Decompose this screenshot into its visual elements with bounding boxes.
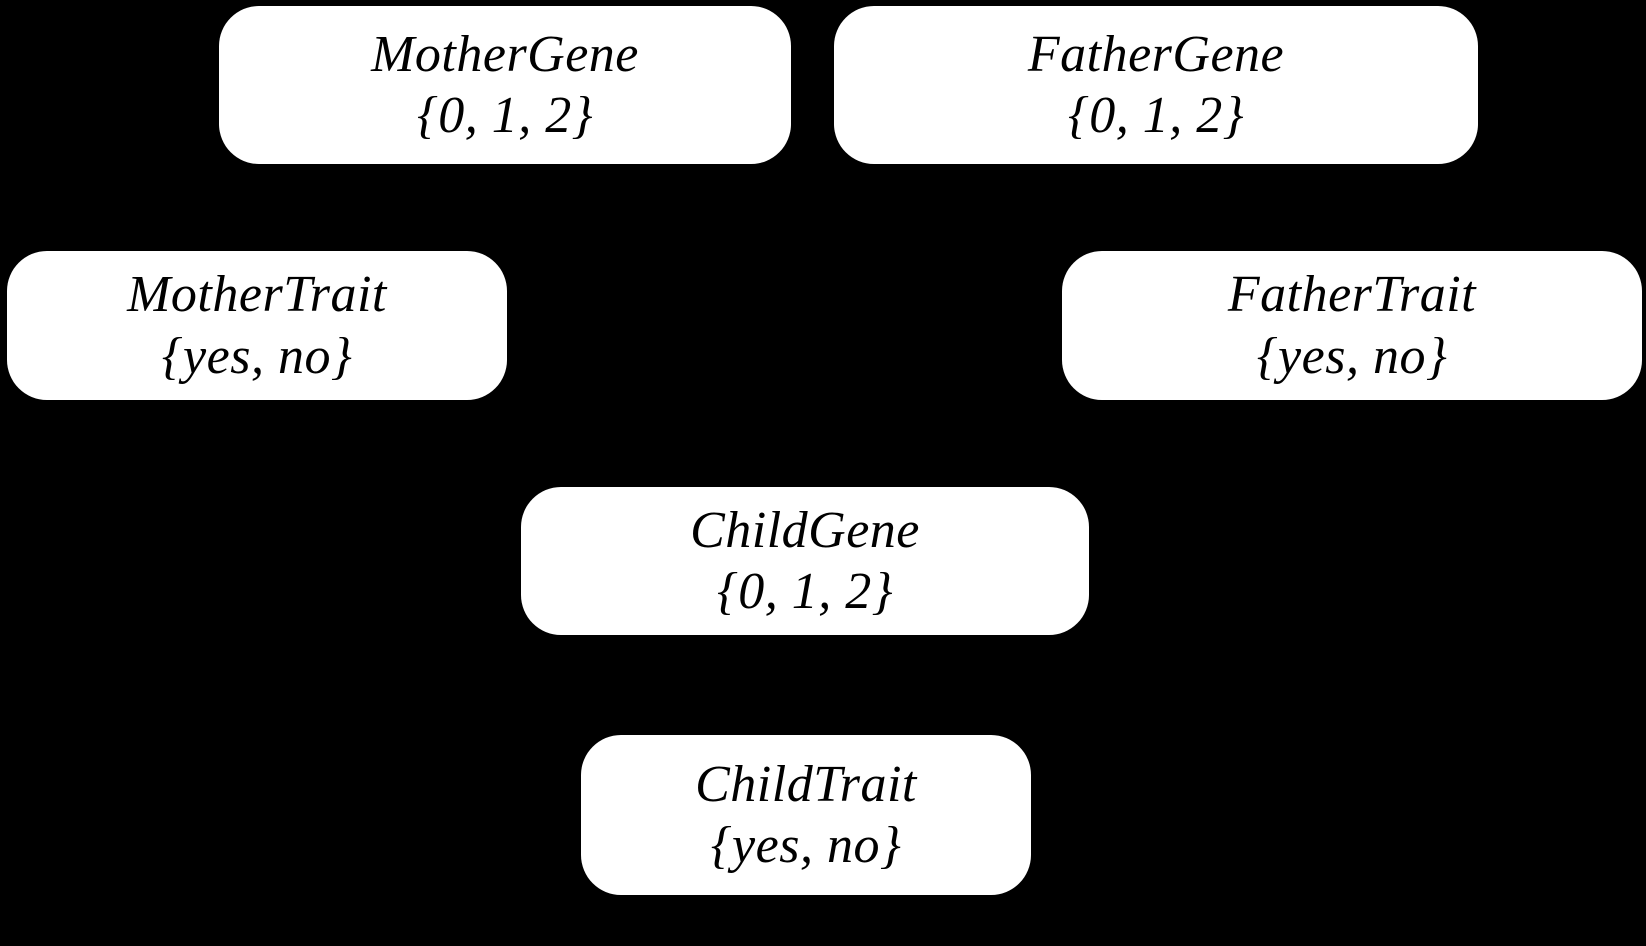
node-mother-trait-domain: {yes, no}	[161, 327, 353, 385]
node-child-gene[interactable]: ChildGene {0, 1, 2}	[521, 487, 1089, 635]
node-child-gene-title: ChildGene	[690, 501, 920, 559]
node-child-trait[interactable]: ChildTrait {yes, no}	[581, 735, 1031, 895]
node-father-trait[interactable]: FatherTrait {yes, no}	[1062, 251, 1642, 400]
node-mother-gene[interactable]: MotherGene {0, 1, 2}	[219, 6, 791, 164]
node-child-gene-domain: {0, 1, 2}	[716, 563, 894, 620]
node-father-gene-domain: {0, 1, 2}	[1067, 87, 1245, 144]
node-child-trait-domain: {yes, no}	[710, 817, 902, 874]
node-father-gene-title: FatherGene	[1027, 25, 1285, 83]
node-mother-gene-title: MotherGene	[371, 25, 639, 83]
node-mother-trait-title: MotherTrait	[127, 266, 387, 324]
node-father-trait-title: FatherTrait	[1227, 266, 1477, 324]
node-mother-gene-domain: {0, 1, 2}	[416, 87, 594, 144]
node-father-gene[interactable]: FatherGene {0, 1, 2}	[834, 6, 1478, 164]
node-child-trait-title: ChildTrait	[695, 755, 917, 813]
node-mother-trait[interactable]: MotherTrait {yes, no}	[7, 251, 507, 400]
node-father-trait-domain: {yes, no}	[1256, 327, 1448, 385]
